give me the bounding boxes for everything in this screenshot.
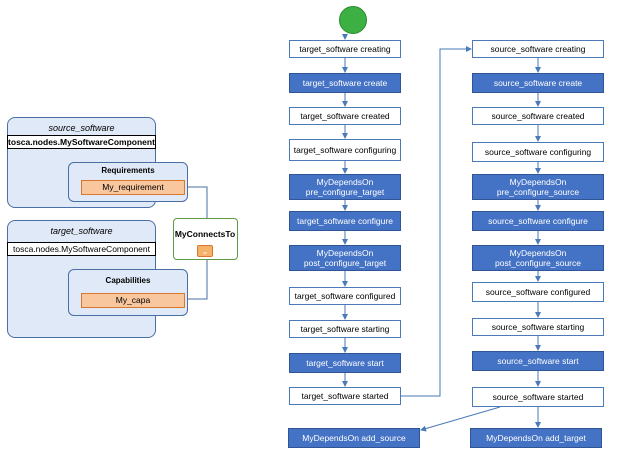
target-software-node: target_software tosca.nodes.MySoftwareCo… <box>7 220 188 338</box>
requirement-item: My_requirement <box>81 180 185 195</box>
requirements-title: Requirements <box>101 166 155 175</box>
arrow-target-started-to-source-creating <box>401 46 472 397</box>
source-software-node: source_software tosca.nodes.MySoftwareCo… <box>7 117 188 208</box>
source-node-title: source_software <box>48 123 115 133</box>
chevron-down-icon: ⌄ <box>197 245 213 257</box>
capability-item: My_capa <box>81 293 185 308</box>
target-node-title: target_software <box>50 226 113 236</box>
capabilities-title: Capabilities <box>105 276 151 285</box>
arrow-source-to-add-source <box>420 406 501 432</box>
capabilities-section: Capabilities My_capa <box>68 269 188 316</box>
target-node-type: tosca.nodes.MySoftwareComponent <box>7 242 156 256</box>
relationship-title: MyConnectsTo <box>174 229 236 239</box>
requirement-connector <box>180 186 208 218</box>
requirements-section: Requirements My_requirement <box>68 162 188 202</box>
add-target-step: MyDependsOn add_target <box>470 428 602 448</box>
capability-connector <box>180 258 208 300</box>
start-node <box>339 6 367 34</box>
add-source-step: MyDependsOn add_source <box>288 428 420 448</box>
relationship-box: MyConnectsTo ⌄ <box>173 218 238 260</box>
source-node-type: tosca.nodes.MySoftwareComponent <box>7 135 156 149</box>
